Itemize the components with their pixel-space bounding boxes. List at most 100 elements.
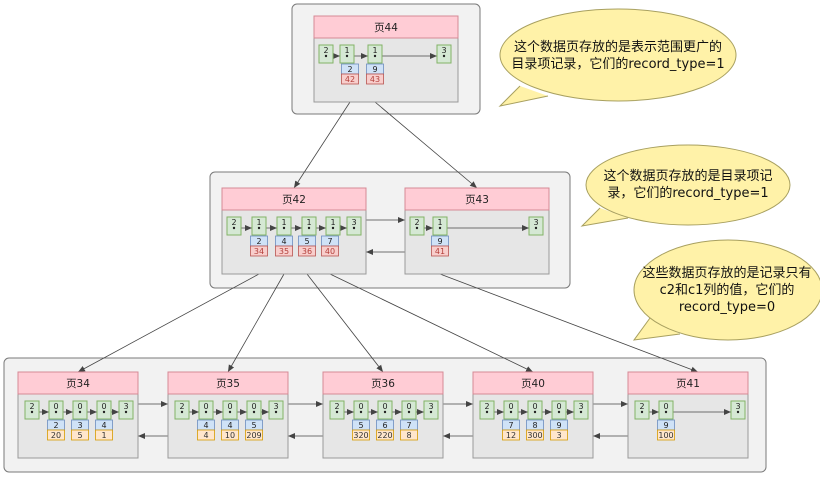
page-header — [167, 371, 289, 395]
record: 0 — [401, 400, 417, 420]
bubble-middle-shape-tail — [580, 207, 629, 227]
record-box — [573, 400, 589, 420]
record-pointer-dot — [352, 226, 356, 230]
key-label: 4 — [203, 421, 208, 430]
record-pointer-dot — [359, 410, 363, 414]
record-box — [339, 44, 355, 64]
value-cell — [550, 429, 568, 441]
child-page-label: 42 — [345, 75, 355, 84]
key-label: 2 — [53, 421, 58, 430]
page-header — [221, 187, 367, 211]
page-header — [627, 371, 749, 395]
record-type-label: 0 — [556, 402, 561, 411]
record-pointer-dot — [204, 410, 208, 414]
key-label: 6 — [382, 421, 387, 430]
record-box — [246, 400, 262, 420]
record-box — [268, 400, 284, 420]
value-label: 3 — [556, 431, 561, 440]
record-pointer-dot — [373, 54, 377, 58]
record-type-label: 3 — [441, 46, 446, 55]
value-cell — [197, 429, 215, 441]
value-label: 220 — [377, 431, 392, 440]
key-label: 4 — [101, 421, 106, 430]
record-pointer-dot — [429, 410, 433, 414]
annotation-top-text: 这个数据页存放的是表示范围更广的 目录项记录，它们的record_type=1 — [511, 40, 725, 72]
record: 3 — [118, 400, 134, 420]
record-box — [634, 400, 650, 420]
record-box — [72, 400, 88, 420]
record-box — [377, 400, 393, 420]
value-label: 20 — [51, 431, 61, 440]
record-type-label: 2 — [484, 402, 489, 411]
record-type-label: 3 — [578, 402, 583, 411]
record-type-label: 0 — [251, 402, 256, 411]
record: 0 — [658, 400, 674, 420]
record-pointer-dot — [78, 410, 82, 414]
record: 1 — [367, 44, 383, 64]
record: 2 — [634, 400, 650, 420]
record-box — [503, 400, 519, 420]
record-type-label: 2 — [179, 402, 184, 411]
record-box — [658, 400, 674, 420]
record-box — [329, 400, 345, 420]
page-title: 页43 — [465, 194, 489, 206]
record: 0 — [72, 400, 88, 420]
page-header — [404, 187, 550, 211]
child-page-cell — [275, 245, 293, 257]
page-title: 页40 — [521, 378, 545, 390]
record-pointer-dot — [102, 410, 106, 414]
bubble-middle-shape — [585, 144, 791, 226]
value-cell — [47, 429, 65, 441]
annotation-leaf-level: 这些数据页存放的是记录只有 c2和c1列的值，它们的 record_type=0 — [634, 238, 820, 342]
record: 1 — [301, 216, 317, 236]
record: 2 — [318, 44, 334, 64]
key-label: 9 — [437, 237, 442, 246]
record-pointer-dot — [534, 226, 538, 230]
bubble-top-shape — [499, 8, 737, 102]
record-type-label: 3 — [123, 402, 128, 411]
child-page-cell — [366, 73, 384, 85]
record: 3 — [423, 400, 439, 420]
record-box — [423, 400, 439, 420]
value-cell — [71, 429, 89, 441]
page-title: 页42 — [282, 194, 306, 206]
record-pointer-dot — [579, 410, 583, 414]
record-pointer-dot — [438, 226, 442, 230]
record-box — [401, 400, 417, 420]
record: 0 — [353, 400, 369, 420]
key-label: 7 — [406, 421, 411, 430]
value-label: 100 — [658, 431, 673, 440]
child-page-cell — [298, 245, 316, 257]
record-pointer-dot — [533, 410, 537, 414]
record-box — [346, 216, 362, 236]
record-box — [48, 400, 64, 420]
key-label: 7 — [508, 421, 513, 430]
value-cell — [502, 429, 520, 441]
record-type-label: 3 — [428, 402, 433, 411]
record-box — [222, 400, 238, 420]
record-type-label: 0 — [663, 402, 668, 411]
record-pointer-dot — [54, 410, 58, 414]
record: 0 — [48, 400, 64, 420]
record-box — [325, 216, 341, 236]
record-type-label: 1 — [344, 46, 349, 55]
page-title: 页35 — [216, 378, 240, 390]
record: 0 — [551, 400, 567, 420]
record-pointer-dot — [509, 410, 513, 414]
record-box — [409, 216, 425, 236]
record: 0 — [222, 400, 238, 420]
record: 1 — [251, 216, 267, 236]
record-pointer-dot — [407, 410, 411, 414]
record-type-label: 0 — [53, 402, 58, 411]
record-pointer-dot — [274, 410, 278, 414]
annotation-bottom-text: 这些数据页存放的是记录只有 c2和c1列的值，它们的 record_type=0 — [642, 265, 812, 315]
record-type-label: 0 — [77, 402, 82, 411]
record-type-label: 1 — [330, 218, 335, 227]
value-label: 5 — [77, 431, 82, 440]
page-title: 页44 — [374, 22, 398, 34]
record-type-label: 0 — [532, 402, 537, 411]
value-cell — [245, 429, 263, 441]
